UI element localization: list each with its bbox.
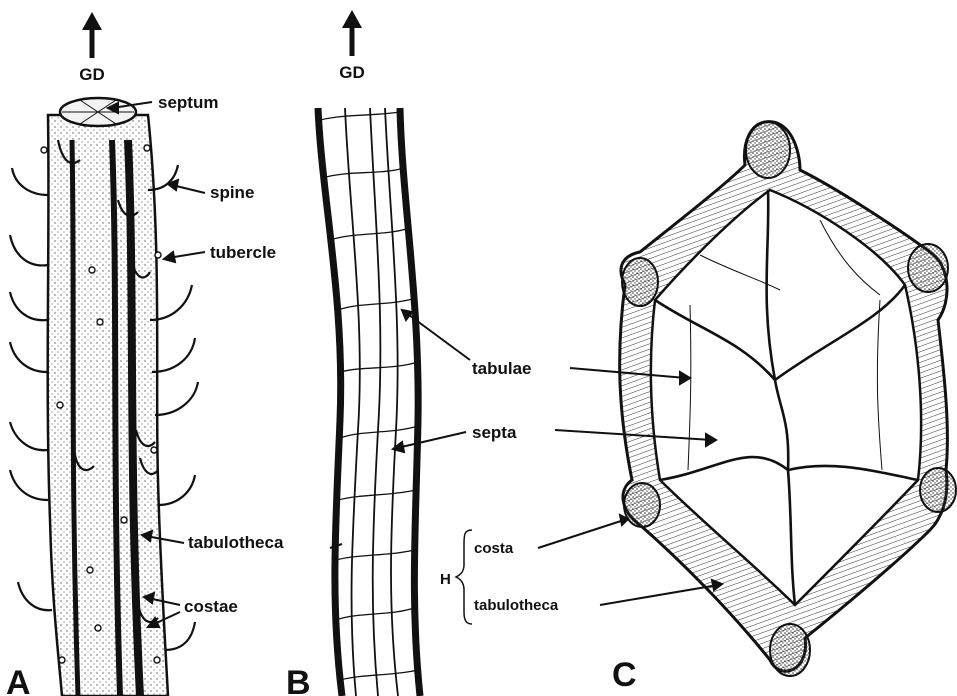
growth-direction-label-a: GD <box>79 65 105 84</box>
label-h: H <box>440 571 451 588</box>
label-septa: septa <box>472 423 517 442</box>
septa-longitudinal <box>345 108 398 696</box>
panel-letter-c: C <box>612 656 637 694</box>
label-spine: spine <box>210 183 254 202</box>
label-tabulotheca-c: tabulotheca <box>474 597 559 614</box>
section-wall-right <box>400 108 420 696</box>
growth-direction-label-b: GD <box>339 63 365 82</box>
growth-direction-arrow-a <box>82 12 102 58</box>
label-tubercle: tubercle <box>210 243 276 262</box>
label-tabulotheca-a: tabulotheca <box>188 533 284 552</box>
panel-b: GD B <box>286 10 420 696</box>
label-tabulae: tabulae <box>472 359 532 378</box>
panel-letter-b: B <box>286 664 311 696</box>
corallite-tube <box>48 115 168 696</box>
growth-direction-arrow-b <box>342 10 362 56</box>
spines-left <box>10 168 52 610</box>
label-costae: costae <box>184 597 238 616</box>
h-bracket <box>456 530 472 624</box>
label-costa: costa <box>474 540 514 557</box>
panel-a: GD <box>6 12 284 696</box>
panel-c: tabulae septa costa tabulotheca H C <box>330 122 956 694</box>
label-septum: septum <box>158 93 218 112</box>
panel-letter-a: A <box>6 664 31 696</box>
section-wall-left <box>318 108 342 696</box>
